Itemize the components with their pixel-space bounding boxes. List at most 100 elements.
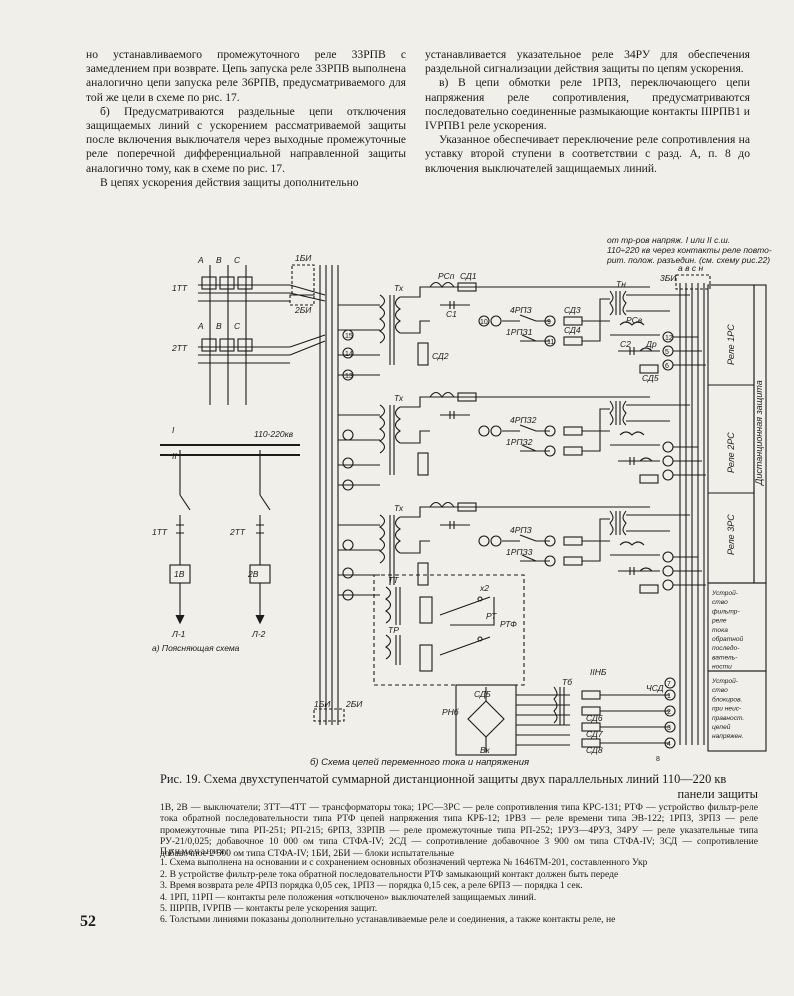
ct-line-label: 1ТТ [152, 527, 168, 537]
note-item: 2. В устройстве фильтр-реле тока обратно… [160, 868, 619, 880]
side-device-label: правност. [712, 715, 744, 722]
ct-label: 1ТТ [172, 283, 188, 293]
node-number: 9 [547, 319, 551, 326]
sd2-label: СД2 [432, 351, 449, 361]
side-device-label: реле [711, 618, 727, 625]
test-block-label: 3БИ [660, 273, 677, 283]
bus-voltage-label: 110-220кв [254, 429, 294, 439]
sd4-label: СД4 [564, 325, 581, 335]
paragraph: в) В цепи обмотки реле 1РПЗ, переключающ… [425, 76, 750, 133]
dr-label: Др [645, 339, 657, 349]
test-block-label: 2БИ [294, 305, 312, 315]
rtf-label: РТФ [500, 619, 517, 629]
side-device-label: Устрой- [711, 589, 739, 597]
node-number: 10 [480, 319, 488, 326]
caption-line: Рис. 19. Схема двухступенчатой суммарной… [160, 772, 727, 786]
note-item: 1. Схема выполнена на основании и с сохр… [160, 857, 648, 869]
node-number: 5 [665, 349, 669, 356]
node-number: 3 [667, 725, 671, 732]
node-markers [342, 329, 354, 601]
side-device-label: ватель- [712, 654, 738, 661]
node-number: 1 [667, 693, 671, 700]
relay-unit-1 [338, 281, 706, 376]
bottom-test-block: 1БИ [314, 699, 331, 709]
rpz-label: 4РПЗ [510, 305, 533, 315]
side-device-label: тока [712, 627, 728, 634]
test-block-letters: а в с н [678, 263, 703, 273]
node-number: 11 [547, 339, 554, 346]
cd5-label: СД5 [474, 689, 491, 699]
rpz-label: 1РПЗ2 [506, 437, 533, 447]
ihb-label: IIНБ [590, 667, 607, 677]
right-text-column: устанавливается указательное реле 34РУ д… [425, 48, 750, 176]
side-device-label: ности [712, 664, 732, 671]
caption-line: панели защиты [677, 787, 758, 801]
c1-label: С1 [446, 309, 457, 319]
notes-list: 1. Схема выполнена на основании и с сохр… [160, 857, 758, 925]
notes-section: Примечания: 1. Схема выполнена на основа… [160, 846, 758, 926]
bus-label: I [172, 425, 175, 435]
diagram-top-note: рит. полож. разъедин. (см. схему рис.22) [606, 255, 770, 265]
figure-legend: 1В, 2В — выключатели; 3ТТ—4ТТ — трансфор… [160, 802, 758, 859]
tn-label: Тн [616, 279, 626, 289]
diagram-top-note: от тр-ров напряж. I или II с.ш. [607, 235, 730, 245]
note-item: 3. Время возврата реле 4РПЗ порядка 0,05… [160, 880, 583, 892]
node-number: 15 [345, 333, 353, 340]
tt-label: ТТ [388, 575, 399, 585]
test-block-label: 1БИ [295, 253, 312, 263]
breaker-label: 2В [247, 569, 259, 579]
rpz-label: 1РПЗ3 [506, 547, 533, 557]
sd5-label: СД5 [642, 373, 659, 383]
circuit-diagram: от тр-ров напряж. I или II с.ш. 110÷220 … [150, 225, 775, 770]
side-label: Реле 2РС [726, 432, 736, 473]
sd7-label: СД7 [586, 729, 603, 739]
c2-label: С2 [620, 339, 631, 349]
ct-label: 2ТТ [171, 343, 188, 353]
relay-unit-3 [338, 501, 706, 596]
side-label: Реле 3РС [726, 514, 736, 555]
notes-title: Примечания: [160, 846, 230, 857]
phase-label: С [234, 321, 241, 331]
tx-label: Тх [394, 503, 404, 513]
paragraph: б) Предусматриваются раздельные цепи отк… [86, 104, 406, 175]
note-item: 5. IIIРПВ, IVРПВ — контакты реле ускорен… [160, 903, 378, 915]
node-number: 8 [656, 756, 660, 763]
sd1-label: СД1 [460, 271, 477, 281]
rpz-label: 4РПЗ [510, 525, 533, 535]
tx-label: Тх [394, 393, 404, 403]
side-device-label: ство [712, 687, 728, 694]
phase-label: А [197, 321, 204, 331]
side-device-label: Устрой- [711, 677, 739, 685]
page-number: 52 [80, 913, 96, 930]
bus-label: II [172, 451, 177, 461]
ct-group-top [198, 265, 326, 405]
tr-label: ТР [388, 625, 399, 635]
side-device-label: при неис- [712, 706, 742, 713]
breaker-label: 1В [174, 569, 185, 579]
node-number: 4 [667, 741, 671, 748]
paragraph: но устанавливаемого промежуточного реле … [86, 48, 406, 104]
rsp-label: РСп [438, 271, 455, 281]
csd-label: ЧСД [646, 683, 664, 693]
sd6-label: СД6 [586, 713, 603, 723]
phase-label: А [197, 255, 204, 265]
side-device-label: цепей [712, 723, 731, 731]
node-number: 14 [345, 351, 353, 358]
bottom-test-block: 2БИ [345, 699, 363, 709]
side-device-label: обратной [712, 635, 743, 643]
tb-label: Тб [562, 677, 573, 687]
side-device-label: фильтр- [712, 608, 740, 615]
phase-label: В [216, 255, 222, 265]
relay-unit-2 [338, 391, 706, 486]
rnb-label: РНб [442, 707, 460, 717]
circuit-diagram-svg: от тр-ров напряж. I или II с.ш. 110÷220 … [152, 235, 772, 768]
paragraph: устанавливается указательное реле 34РУ д… [425, 48, 750, 76]
line-label: Л-1 [171, 629, 186, 639]
side-label: Реле 1РС [726, 324, 736, 365]
side-device-label: последо- [712, 644, 740, 652]
rpz-label: 1РПЗ1 [506, 327, 533, 337]
node-number: 6 [665, 363, 669, 370]
explanatory-diagram [160, 444, 300, 625]
ct-line-label: 2ТТ [229, 527, 246, 537]
schematic-caption: б) Схема цепей переменного тока и напряж… [310, 757, 529, 768]
